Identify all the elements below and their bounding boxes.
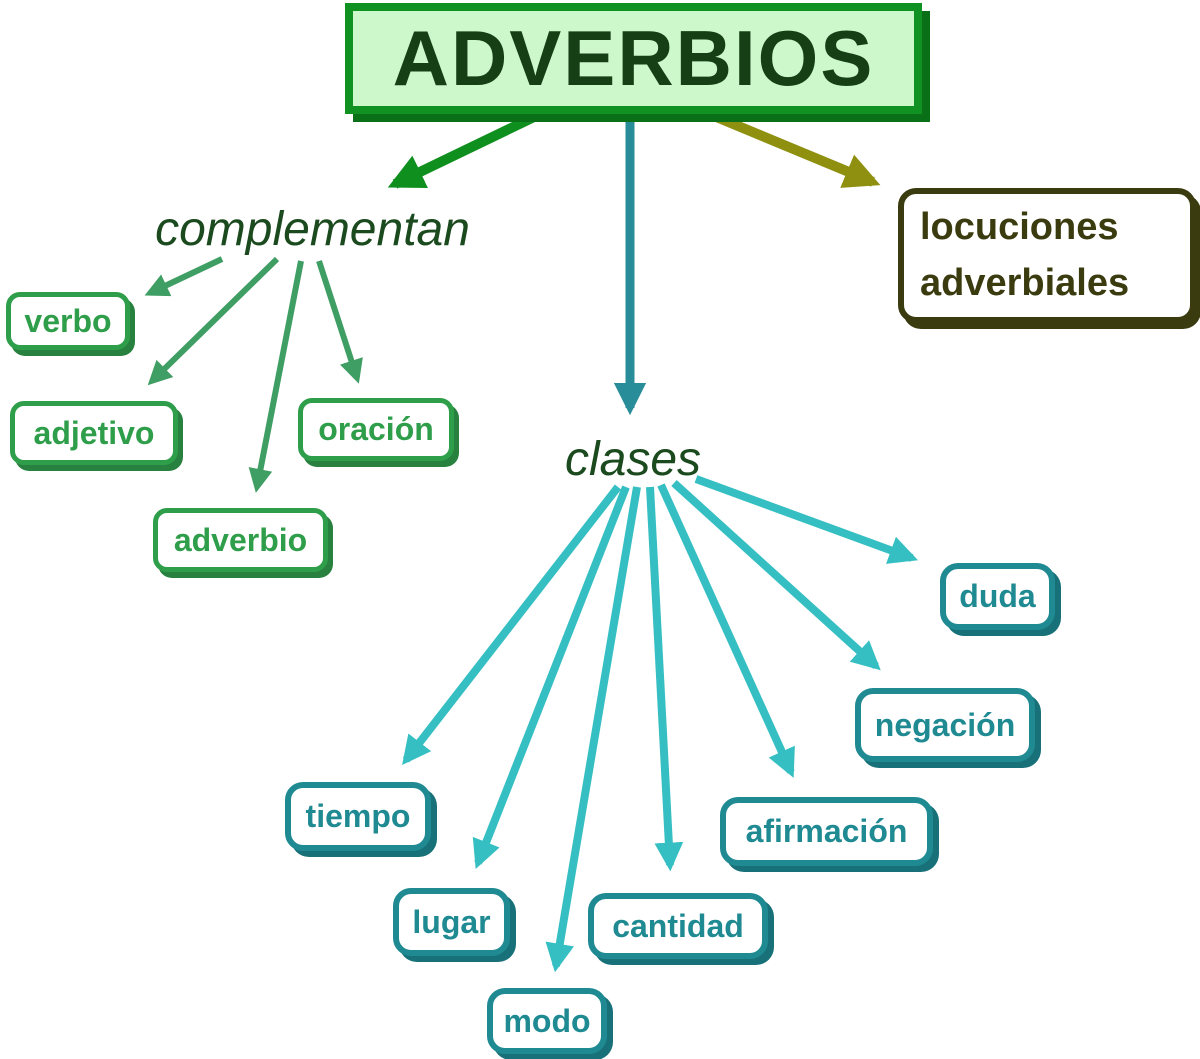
- edge-clases-negacion: [671, 480, 881, 671]
- node-adverbio-label: adverbio: [173, 521, 308, 558]
- edge-clases-modo: [545, 486, 641, 973]
- edge-adverbios-complementan: [387, 111, 539, 189]
- node-lugar: lugar: [393, 888, 510, 956]
- edge-clases-tiempo: [402, 484, 622, 766]
- node-tiempo: tiempo: [285, 782, 431, 851]
- node-duda-label: duda: [959, 578, 1036, 614]
- node-adjetivo-label: adjetivo: [33, 414, 155, 451]
- node-afirmacion-label: afirmación: [745, 813, 908, 849]
- edge-complementan-verbo: [144, 256, 224, 297]
- node-cantidad: cantidad: [588, 893, 768, 959]
- label-clases: clases: [564, 433, 702, 486]
- node-negacion: negación: [855, 688, 1035, 762]
- edge-clases-duda: [694, 475, 919, 564]
- edge-complementan-oracion: [316, 260, 363, 384]
- edge-clases-afirmacion: [657, 483, 795, 778]
- node-adverbios-label: ADVERBIOS: [392, 14, 875, 102]
- node-locuciones-line1: locuciones: [920, 206, 1119, 249]
- node-cantidad-label: cantidad: [612, 907, 744, 944]
- node-locuciones-line2: adverbiales: [920, 261, 1130, 304]
- node-modo-label: modo: [503, 1002, 591, 1039]
- label-complementan: complementan: [155, 203, 470, 256]
- node-verbo: verbo: [6, 292, 130, 350]
- node-adverbios: ADVERBIOS: [345, 3, 922, 114]
- edge-clases-cantidad: [646, 486, 684, 872]
- node-afirmacion: afirmación: [720, 797, 933, 866]
- node-verbo-label: verbo: [24, 302, 112, 339]
- node-adverbio: adverbio: [153, 508, 328, 572]
- edge-complementan-adverbio: [248, 260, 304, 493]
- node-adjetivo: adjetivo: [10, 401, 178, 465]
- node-modo: modo: [487, 988, 607, 1054]
- node-oracion-label: oración: [318, 411, 434, 447]
- edge-complementan-adjetivo: [147, 256, 280, 386]
- node-oracion: oración: [298, 398, 454, 461]
- node-lugar-label: lugar: [412, 903, 491, 940]
- edge-clases-lugar: [472, 485, 630, 869]
- node-tiempo-label: tiempo: [305, 798, 411, 834]
- edge-adverbios-locuciones: [712, 111, 881, 188]
- node-locuciones-adverbiales: locuciones adverbiales: [898, 188, 1196, 323]
- node-duda: duda: [940, 563, 1055, 630]
- node-negacion-label: negación: [874, 706, 1016, 743]
